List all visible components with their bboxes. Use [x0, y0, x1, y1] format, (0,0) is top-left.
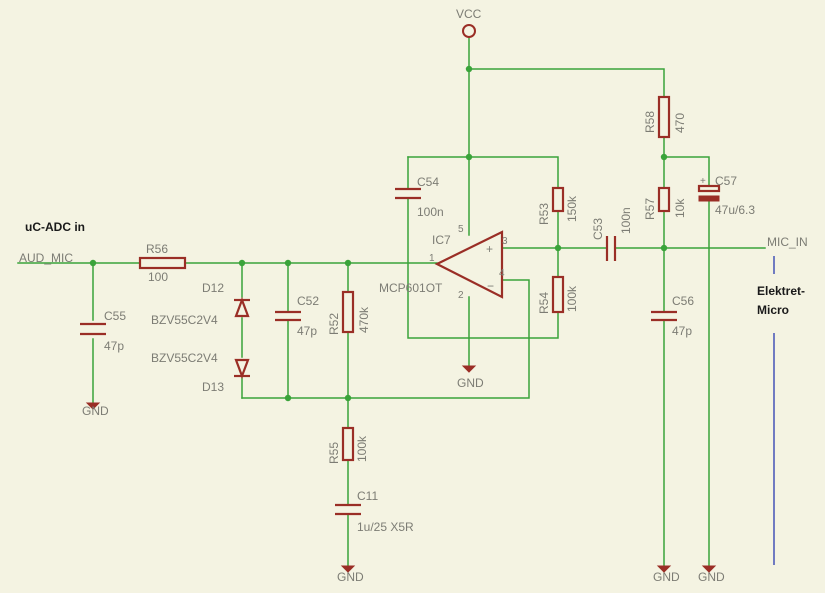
r52-value: 470k: [357, 306, 371, 333]
r53-ref: R53: [537, 203, 551, 225]
resistor-r52: R52 470k: [327, 290, 371, 335]
r52-ref: R52: [327, 313, 341, 335]
c55-ref: C55: [104, 309, 126, 323]
resistor-r54: R54 100k: [537, 275, 579, 314]
opamp-ic7: + − 1 5 2 3 4 IC7 MCP601OT: [379, 224, 508, 301]
d12-value: BZV55C2V4: [151, 313, 218, 327]
r54-ref: R54: [537, 292, 551, 314]
ic7-pin3: 3: [502, 236, 508, 247]
r55-value: 100k: [355, 435, 369, 462]
r58-value: 470: [673, 113, 687, 133]
c56-value: 47p: [672, 324, 692, 338]
capacitor-c11: C11 1u/25 X5R: [335, 489, 414, 534]
net-aud-mic: AUD_MIC: [19, 251, 73, 265]
note-adc-in: uC-ADC in: [25, 220, 85, 234]
c53-value: 100n: [619, 207, 633, 234]
ic7-pin5: 5: [458, 224, 464, 235]
resistor-r55: R55 100k: [327, 426, 369, 464]
wires: [17, 37, 766, 566]
capacitor-c57: + C57 47u/6.3: [697, 174, 755, 217]
c56-ref: C56: [672, 294, 694, 308]
gnd-c56: GND: [653, 565, 680, 584]
gnd-ic7: GND: [457, 365, 484, 390]
vcc-symbol: VCC: [456, 7, 482, 38]
c11-value: 1u/25 X5R: [357, 520, 414, 534]
c11-ref: C11: [357, 489, 378, 503]
capacitor-c52: C52 47p: [275, 294, 319, 338]
net-mic-in: MIC_IN: [767, 235, 808, 249]
c57-value: 47u/6.3: [715, 203, 755, 217]
gnd-label: GND: [698, 570, 725, 584]
ic7-pin1: 1: [429, 253, 435, 264]
capacitor-c55: C55 47p: [80, 309, 126, 353]
note-elektret: Elektret-: [757, 284, 805, 298]
ic7-pin2: 2: [458, 290, 464, 301]
d12-ref: D12: [202, 281, 224, 295]
gnd-c57: GND: [698, 565, 725, 584]
gnd-label: GND: [337, 570, 364, 584]
resistor-r58: R58 470: [643, 95, 687, 139]
r58-ref: R58: [643, 111, 657, 133]
r56-value: 100: [148, 270, 168, 284]
capacitor-c56: C56 47p: [651, 294, 694, 338]
d13-ref: D13: [202, 380, 224, 394]
c53-ref: C53: [591, 218, 605, 240]
c55-value: 47p: [104, 339, 124, 353]
resistor-r57: R57 10k: [643, 186, 687, 220]
ic7-minus-sign: −: [487, 279, 494, 293]
c52-value: 47p: [297, 324, 317, 338]
ic7-value: MCP601OT: [379, 281, 443, 295]
c52-ref: C52: [297, 294, 319, 308]
diode-d13: BZV55C2V4 D13: [151, 351, 250, 394]
vcc-label: VCC: [456, 7, 482, 21]
gnd-label: GND: [457, 376, 484, 390]
c54-ref: C54: [417, 175, 439, 189]
gnd-label: GND: [653, 570, 680, 584]
r53-value: 150k: [565, 195, 579, 222]
junctions: [89, 65, 668, 402]
r56-ref: R56: [146, 242, 168, 256]
note-micro: Micro: [757, 303, 789, 317]
ic7-plus-sign: +: [486, 242, 493, 256]
c57-polarity: +: [700, 176, 706, 187]
r57-ref: R57: [643, 198, 657, 220]
ic7-ref: IC7: [432, 233, 451, 247]
resistor-r53: R53 150k: [537, 186, 579, 225]
gnd-c55: GND: [82, 402, 109, 418]
capacitor-c53: C53 100n: [591, 207, 633, 261]
resistor-r56: R56 100: [138, 242, 187, 284]
capacitor-c54: C54 100n: [395, 175, 444, 219]
d13-value: BZV55C2V4: [151, 351, 218, 365]
gnd-c11: GND: [337, 565, 364, 584]
r55-ref: R55: [327, 442, 341, 464]
gnd-label: GND: [82, 404, 109, 418]
ic7-pin4: 4: [499, 268, 505, 279]
c54-value: 100n: [417, 205, 444, 219]
r57-value: 10k: [673, 198, 687, 218]
r54-value: 100k: [565, 285, 579, 312]
c57-ref: C57: [715, 174, 737, 188]
diode-d12: D12 BZV55C2V4: [151, 281, 250, 327]
